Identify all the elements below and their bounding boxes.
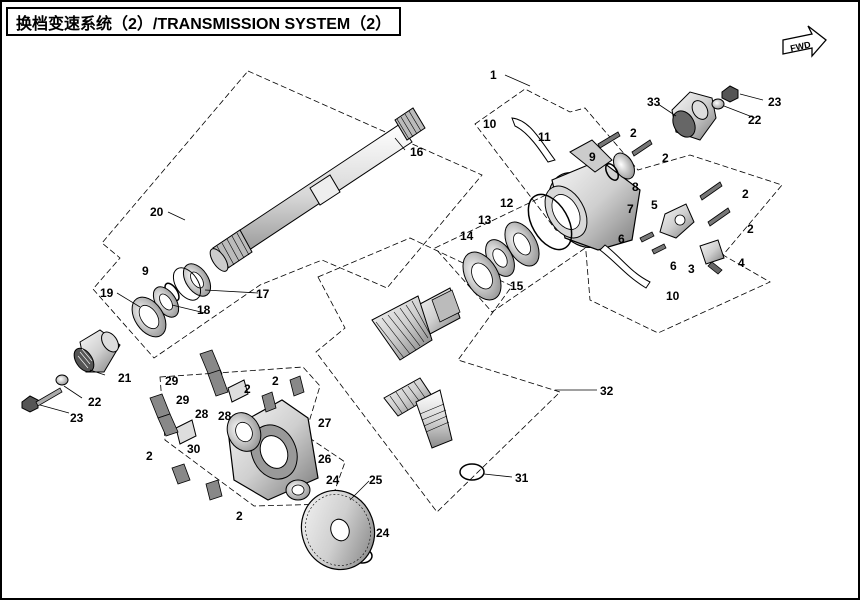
washer-22-left	[55, 374, 69, 386]
brackets-28	[175, 379, 249, 445]
callout-10: 10	[666, 289, 680, 303]
callout-6: 6	[618, 232, 625, 246]
callout-2: 2	[146, 449, 153, 463]
callout-24: 24	[326, 473, 340, 487]
group-outline-housing	[474, 88, 783, 334]
yoke-flange-21	[73, 329, 121, 373]
callout-29: 29	[176, 393, 190, 407]
page-title: 换档变速系统（2）/TRANSMISSION SYSTEM（2）	[6, 7, 402, 36]
fwd-label: FWD	[789, 39, 812, 53]
callout-11: 11	[538, 130, 551, 144]
clip-10-upper	[511, 117, 556, 163]
small-bolts-6	[639, 231, 667, 255]
callout-12: 12	[500, 196, 514, 210]
callout-32: 32	[600, 384, 614, 398]
bearing-30	[226, 412, 262, 452]
housing-bolts	[597, 131, 731, 227]
bearing-13	[504, 221, 540, 267]
callout-4: 4	[738, 256, 745, 270]
callout-24: 24	[376, 526, 390, 540]
callout-6: 6	[670, 259, 677, 273]
group-outline-bevel-gears	[315, 237, 561, 513]
bolt-23-right	[721, 85, 739, 103]
callout-28: 28	[218, 409, 232, 423]
callout-29: 29	[165, 374, 179, 388]
callout-27: 27	[318, 416, 332, 430]
callout-26: 26	[318, 452, 332, 466]
speed-sensor-4	[699, 239, 725, 275]
callout-9: 9	[142, 264, 149, 278]
callout-8: 8	[632, 180, 639, 194]
callout-13: 13	[478, 213, 492, 227]
driven-gear-25	[300, 489, 376, 571]
callout-10: 10	[483, 117, 497, 131]
callout-30: 30	[187, 442, 201, 456]
callout-2: 2	[742, 187, 749, 201]
cover-bolts-2	[171, 375, 305, 501]
callout-22: 22	[748, 113, 762, 127]
bolts-29	[149, 349, 229, 437]
group-outline-shaft	[92, 70, 483, 359]
callout-23: 23	[70, 411, 84, 425]
callout-14: 14	[460, 229, 474, 243]
callout-18: 18	[197, 303, 211, 317]
seal-26	[285, 479, 311, 501]
flange-33	[671, 91, 717, 141]
callout-9: 9	[589, 150, 596, 164]
bevel-drive-gear	[383, 377, 453, 449]
callout-16: 16	[410, 145, 424, 159]
group-outline-cover	[159, 366, 346, 507]
callout-2: 2	[272, 374, 279, 388]
sensor-bracket	[659, 203, 695, 239]
callout-23: 23	[768, 95, 782, 109]
callout-2: 2	[747, 222, 754, 236]
callout-31: 31	[515, 471, 529, 485]
callout-33: 33	[647, 95, 661, 109]
leader-lines	[39, 74, 764, 501]
callout-1: 1	[490, 68, 497, 82]
callout-15: 15	[510, 279, 524, 293]
callout-2: 2	[244, 382, 251, 396]
circlip-9-upper	[605, 163, 619, 181]
forward-arrow-icon: FWD	[782, 25, 827, 58]
bearing-19	[131, 296, 167, 338]
callout-20: 20	[150, 205, 164, 219]
callout-2: 2	[236, 509, 243, 523]
callout-25: 25	[369, 473, 383, 487]
shim-31	[459, 463, 485, 481]
callout-7: 7	[627, 202, 634, 216]
output-housing	[544, 139, 641, 251]
callout-17: 17	[256, 287, 270, 301]
callout-2: 2	[630, 126, 637, 140]
bearing-17	[172, 263, 212, 301]
callout-22: 22	[88, 395, 102, 409]
title-text: 换档变速系统（2）/TRANSMISSION SYSTEM（2）	[16, 15, 392, 33]
callout-21: 21	[118, 371, 132, 385]
callout-3: 3	[688, 262, 695, 276]
bearing-15	[462, 251, 502, 301]
clip-10-lower	[599, 244, 651, 289]
callout-19: 19	[100, 286, 114, 300]
callout-labels: 1 2 2 2 2 2 2 2 2 3 4 5 6 6 7 8 9 9 10 1…	[70, 68, 782, 540]
washer-22-right	[711, 98, 725, 110]
bevel-pinion-gear	[371, 287, 461, 361]
o-ring-12	[527, 193, 573, 251]
callout-2: 2	[662, 151, 669, 165]
output-shaft	[209, 107, 426, 272]
callout-28: 28	[195, 407, 209, 421]
bolt-23-left	[21, 387, 63, 413]
callout-5: 5	[651, 198, 658, 212]
